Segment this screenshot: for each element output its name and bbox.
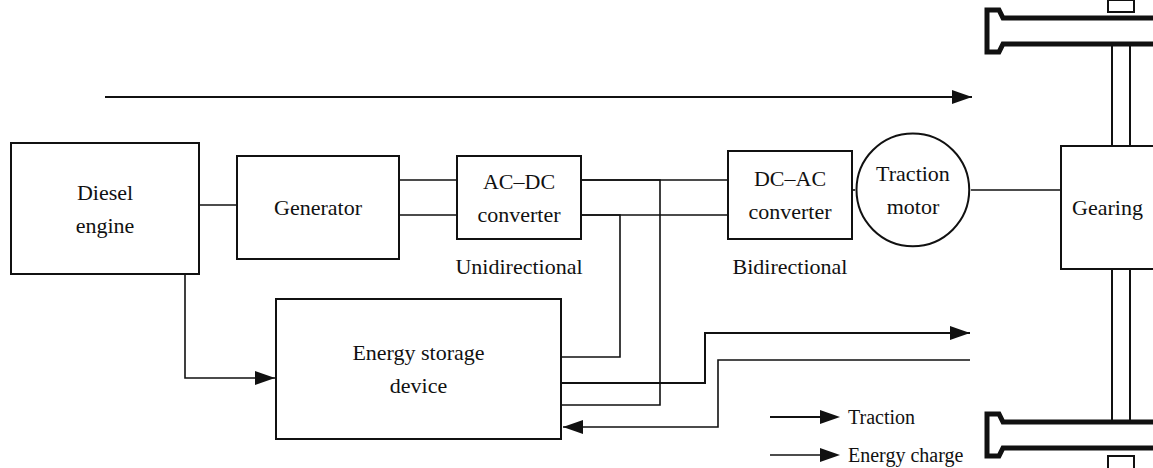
wheel (987, 414, 1153, 456)
power-wire (971, 189, 1060, 191)
power-wire (582, 180, 727, 215)
legend-row: Energy charge (770, 436, 963, 468)
direction-label: Unidirectional (455, 250, 582, 283)
legend: TractionEnergy charge (770, 398, 963, 468)
storage-box: Energy storage device (275, 298, 562, 440)
node-label: Traction motor (873, 157, 953, 223)
node-label: Generator (274, 191, 362, 224)
traction-arrow (105, 96, 972, 98)
legend-arrowhead (820, 448, 840, 462)
legend-line (770, 454, 822, 456)
motor-circle: Traction motor (855, 132, 971, 248)
legend-line (770, 416, 822, 418)
energy-charge-arrow (185, 275, 275, 378)
gearing-box: Gearing (1060, 145, 1153, 270)
traction-arrow (562, 333, 970, 383)
converter-box: AC–DC converterUnidirectional (456, 155, 582, 240)
node-label: Diesel engine (50, 176, 160, 242)
node-label: AC–DC converter (466, 165, 572, 231)
direction-label: Bidirectional (733, 250, 848, 283)
node-label: Gearing (1072, 191, 1143, 224)
legend-label: Traction (848, 406, 915, 429)
node-label: Energy storage device (334, 336, 504, 402)
axle-hub (1108, 0, 1134, 12)
power-wire (853, 189, 855, 191)
circle-shape (857, 134, 970, 247)
legend-label: Energy charge (848, 444, 963, 467)
node-label: DC–AC converter (737, 162, 843, 228)
power-wire (200, 204, 236, 206)
legend-sample (770, 445, 840, 465)
power-wire (400, 180, 456, 215)
axle-hub (1108, 456, 1134, 468)
wheelset (987, 0, 1153, 468)
circle-outline (855, 132, 971, 248)
wheel (987, 10, 1153, 52)
engine-box: Diesel engine (10, 142, 200, 275)
converter-box: DC–AC converterBidirectional (727, 150, 853, 240)
legend-arrowhead (820, 410, 840, 424)
legend-sample (770, 407, 840, 427)
legend-row: Traction (770, 398, 963, 436)
generator-box: Generator (236, 155, 400, 260)
